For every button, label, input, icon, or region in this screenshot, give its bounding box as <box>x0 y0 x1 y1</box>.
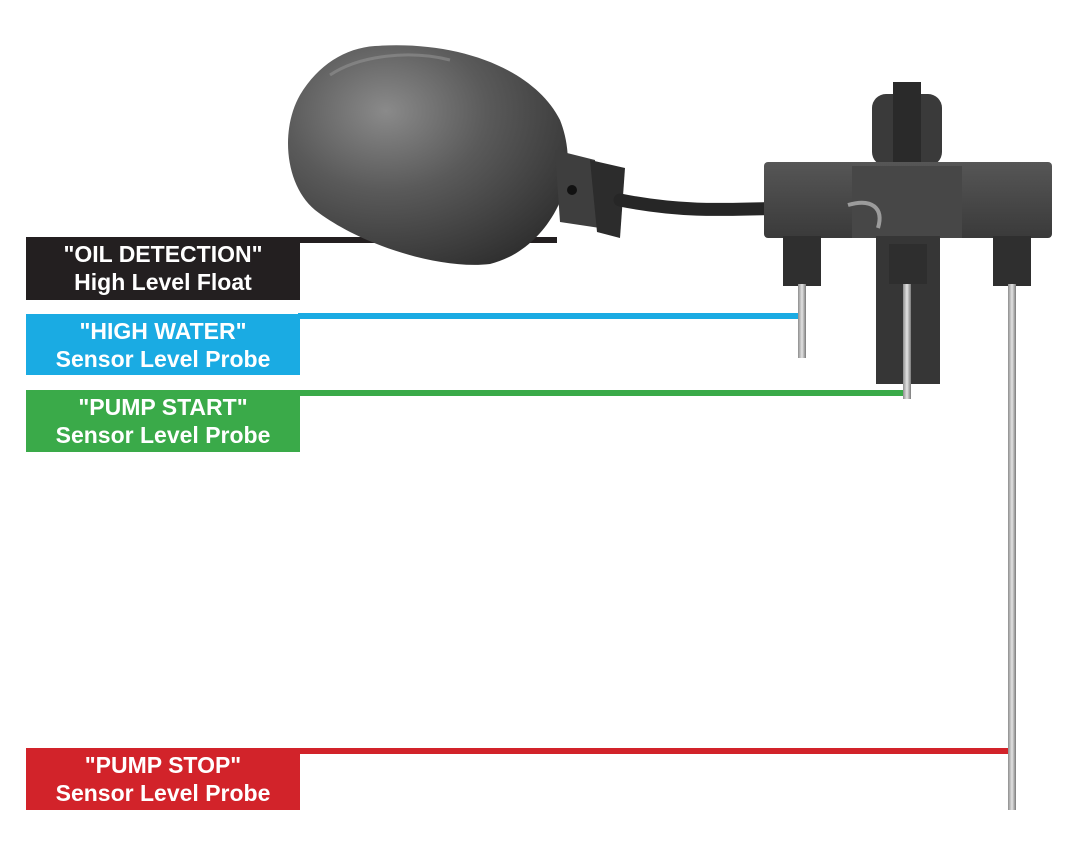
pump-start-label: "PUMP START" Sensor Level Probe <box>26 390 300 452</box>
pump-stop-probe-rod <box>1008 284 1016 810</box>
high-water-subtitle: Sensor Level Probe <box>55 346 271 372</box>
oil-detection-title: "OIL DETECTION" <box>63 241 263 267</box>
pump-stop-title: "PUMP STOP" <box>84 752 242 778</box>
high-water-probe-rod <box>798 284 806 358</box>
pump-start-subtitle: Sensor Level Probe <box>55 422 271 448</box>
float-ball-icon <box>288 45 625 265</box>
oil-detection-label: "OIL DETECTION" High Level Float <box>26 237 300 300</box>
pump-start-probe-rod <box>903 284 911 399</box>
pump-start-title: "PUMP START" <box>78 394 248 420</box>
pump-stop-subtitle: Sensor Level Probe <box>55 780 271 806</box>
high-water-label: "HIGH WATER" Sensor Level Probe <box>26 314 300 375</box>
oil-detection-subtitle: High Level Float <box>74 269 252 295</box>
high-water-title: "HIGH WATER" <box>79 318 247 344</box>
pump-stop-label: "PUMP STOP" Sensor Level Probe <box>26 748 300 810</box>
